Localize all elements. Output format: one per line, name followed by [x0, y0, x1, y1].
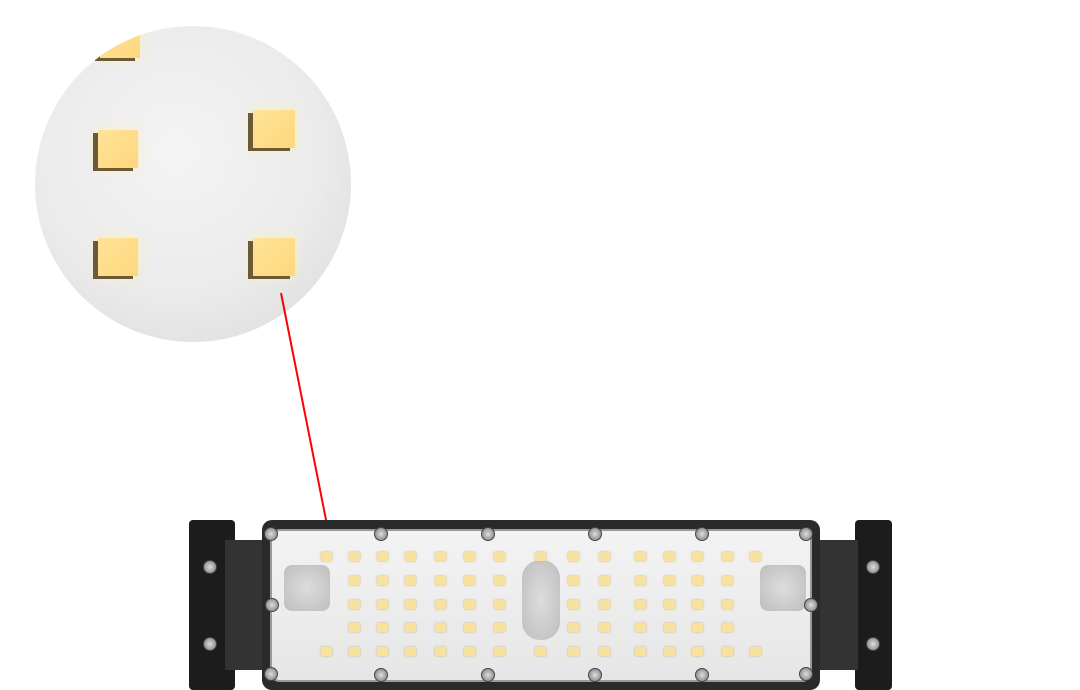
led-chip-icon — [692, 647, 703, 656]
led-chip-icon — [377, 576, 388, 585]
led-chip-icon — [692, 623, 703, 632]
led-chip-icon — [100, 30, 140, 58]
led-chip-icon — [535, 552, 546, 561]
screw-icon — [374, 668, 388, 682]
screw-icon — [264, 667, 278, 681]
led-chip-icon — [568, 576, 579, 585]
screw-icon — [374, 527, 388, 541]
led-chip-icon — [253, 110, 295, 148]
led-chip-icon — [568, 600, 579, 609]
led-chip-icon — [321, 552, 332, 561]
led-chip-icon — [599, 576, 610, 585]
screw-icon — [264, 527, 278, 541]
screw-icon — [481, 527, 495, 541]
led-chip-icon — [435, 576, 446, 585]
optic-left-icon — [284, 565, 330, 611]
led-chip-icon — [377, 600, 388, 609]
led-chip-icon — [464, 576, 475, 585]
led-chip-icon — [405, 623, 416, 632]
led-chip-icon — [750, 647, 761, 656]
led-chip-icon — [435, 600, 446, 609]
led-chip-icon — [435, 552, 446, 561]
led-chip-icon — [321, 647, 332, 656]
led-chip-icon — [98, 238, 138, 276]
right-bracket — [855, 520, 892, 690]
zoom-detail-circle — [35, 26, 351, 342]
led-chip-icon — [722, 552, 733, 561]
led-chip-icon — [435, 623, 446, 632]
screw-icon — [799, 667, 813, 681]
led-chip-icon — [405, 552, 416, 561]
led-chip-icon — [722, 600, 733, 609]
led-chip-icon — [664, 552, 675, 561]
led-chip-icon — [722, 576, 733, 585]
led-chip-icon — [98, 130, 138, 168]
led-chip-icon — [635, 647, 646, 656]
led-chip-icon — [664, 623, 675, 632]
led-chip-icon — [377, 647, 388, 656]
screw-icon — [804, 598, 818, 612]
led-chip-icon — [635, 552, 646, 561]
led-chip-icon — [664, 576, 675, 585]
led-chip-icon — [599, 647, 610, 656]
led-chip-icon — [722, 623, 733, 632]
led-chip-icon — [349, 552, 360, 561]
led-chip-icon — [635, 623, 646, 632]
led-chip-icon — [599, 600, 610, 609]
led-chip-icon — [377, 623, 388, 632]
led-chip-icon — [494, 647, 505, 656]
led-chip-icon — [349, 647, 360, 656]
led-chip-icon — [464, 623, 475, 632]
led-chip-icon — [349, 600, 360, 609]
led-chip-icon — [692, 600, 703, 609]
led-chip-icon — [750, 552, 761, 561]
screw-icon — [203, 637, 217, 651]
screw-icon — [588, 668, 602, 682]
led-chip-icon — [405, 647, 416, 656]
led-chip-icon — [568, 552, 579, 561]
screw-icon — [695, 668, 709, 682]
led-chip-icon — [405, 600, 416, 609]
led-chip-icon — [722, 647, 733, 656]
led-chip-icon — [599, 552, 610, 561]
screw-icon — [265, 598, 279, 612]
optic-right-icon — [760, 565, 806, 611]
led-chip-icon — [377, 552, 388, 561]
led-chip-icon — [692, 576, 703, 585]
led-chip-icon — [568, 647, 579, 656]
led-chip-icon — [664, 600, 675, 609]
led-chip-icon — [635, 600, 646, 609]
led-chip-icon — [405, 576, 416, 585]
led-chip-icon — [464, 552, 475, 561]
led-chip-icon — [349, 576, 360, 585]
optic-center-icon — [522, 560, 560, 640]
led-chip-icon — [664, 647, 675, 656]
led-chip-icon — [692, 552, 703, 561]
led-chip-icon — [494, 576, 505, 585]
led-chip-icon — [599, 623, 610, 632]
led-chip-icon — [435, 647, 446, 656]
screw-icon — [866, 637, 880, 651]
led-chip-icon — [253, 238, 295, 276]
right-heatsink — [818, 540, 858, 670]
led-chip-icon — [464, 600, 475, 609]
led-chip-icon — [349, 623, 360, 632]
led-chip-icon — [494, 552, 505, 561]
screw-icon — [799, 527, 813, 541]
screw-icon — [481, 668, 495, 682]
screw-icon — [866, 560, 880, 574]
screw-icon — [695, 527, 709, 541]
led-chip-icon — [464, 647, 475, 656]
led-chip-icon — [568, 623, 579, 632]
screw-icon — [203, 560, 217, 574]
led-chip-icon — [535, 647, 546, 656]
led-chip-icon — [494, 623, 505, 632]
led-chip-icon — [494, 600, 505, 609]
led-chip-icon — [635, 576, 646, 585]
left-heatsink — [225, 540, 265, 670]
screw-icon — [588, 527, 602, 541]
